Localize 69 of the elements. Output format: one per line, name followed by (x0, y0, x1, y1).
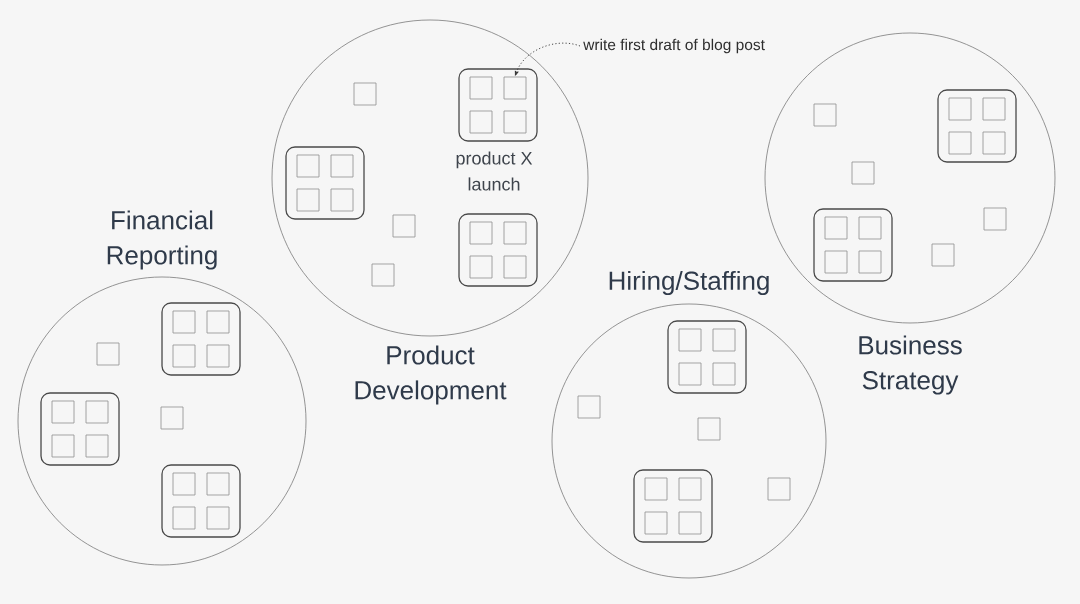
circle-heading: Financial Reporting (107, 210, 217, 270)
small-square (330, 188, 354, 212)
circle-heading: Hiring/Staffing (609, 270, 769, 296)
small-square (577, 395, 601, 419)
small-square (503, 76, 527, 100)
small-square (813, 103, 837, 127)
small-square (469, 221, 493, 245)
small-square (172, 344, 196, 368)
small-square (371, 263, 395, 287)
small-square (392, 214, 416, 238)
small-square (206, 506, 230, 530)
small-square (948, 97, 972, 121)
small-square (824, 250, 848, 274)
small-square (824, 216, 848, 240)
small-square (96, 342, 120, 366)
rounded-box (161, 302, 241, 376)
small-square (678, 328, 702, 352)
rounded-box (458, 213, 538, 287)
rounded-box (40, 392, 120, 466)
small-square (296, 188, 320, 212)
small-square (678, 362, 702, 386)
small-square (51, 434, 75, 458)
box-caption: product X launch (456, 151, 533, 191)
rounded-box (458, 68, 538, 142)
small-square (503, 110, 527, 134)
small-square (330, 154, 354, 178)
small-square (296, 154, 320, 178)
small-square (931, 243, 955, 267)
small-square (172, 506, 196, 530)
circle-heading: Product Development (355, 345, 507, 405)
small-square (948, 131, 972, 155)
small-square (160, 406, 184, 430)
small-square (172, 310, 196, 334)
small-square (503, 221, 527, 245)
small-square (353, 82, 377, 106)
rounded-box (633, 469, 713, 543)
small-square (644, 477, 668, 501)
small-square (206, 310, 230, 334)
note-text: write first draft of blog post (583, 38, 765, 54)
small-square (767, 477, 791, 501)
small-square (982, 97, 1006, 121)
small-square (206, 344, 230, 368)
rounded-box (813, 208, 893, 282)
rounded-box (667, 320, 747, 394)
small-square (678, 511, 702, 535)
small-square (851, 161, 875, 185)
small-square (85, 400, 109, 424)
small-square (206, 472, 230, 496)
small-square (469, 110, 493, 134)
rounded-box (937, 89, 1017, 163)
rounded-box (285, 146, 365, 220)
small-square (858, 250, 882, 274)
small-square (503, 255, 527, 279)
small-square (982, 131, 1006, 155)
small-square (172, 472, 196, 496)
rounded-box (161, 464, 241, 538)
small-square (858, 216, 882, 240)
small-square (644, 511, 668, 535)
small-square (983, 207, 1007, 231)
small-square (697, 417, 721, 441)
small-square (85, 434, 109, 458)
small-square (469, 255, 493, 279)
small-square (469, 76, 493, 100)
circle-heading: Business Strategy (859, 335, 962, 395)
dotted-arrow (514, 42, 581, 76)
small-square (678, 477, 702, 501)
small-square (712, 328, 736, 352)
small-square (51, 400, 75, 424)
small-square (712, 362, 736, 386)
